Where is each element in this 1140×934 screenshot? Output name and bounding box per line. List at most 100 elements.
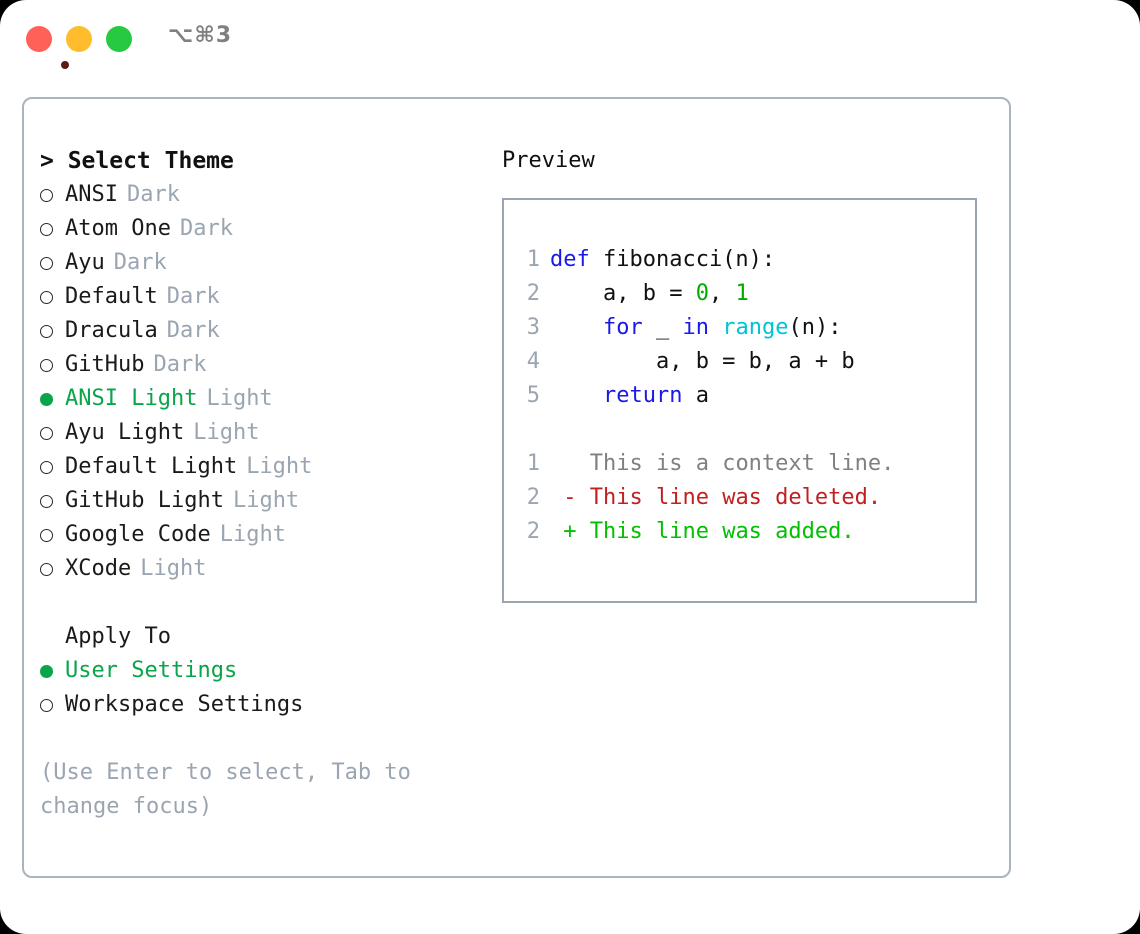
- code-token: 0: [695, 281, 709, 306]
- preview-box: 1 def fibonacci(n): 2 a, b = 0, 1 3 for _ i…: [502, 198, 977, 603]
- theme-name: GitHub Light: [65, 488, 224, 513]
- code-token: a, b =: [550, 281, 696, 306]
- code-token: [550, 315, 603, 340]
- code-token: return: [602, 383, 683, 408]
- code-token: _: [642, 315, 683, 340]
- radio-empty-icon: [40, 698, 53, 712]
- apply-to-option[interactable]: Workspace Settings: [40, 688, 490, 722]
- theme-list-item[interactable]: GitHub Dark: [40, 348, 490, 382]
- radio-empty-icon: [40, 494, 53, 508]
- line-number: 5: [526, 383, 540, 408]
- radio-empty-icon: [40, 562, 53, 576]
- code-line: 4 a, b = b, a + b: [518, 345, 975, 379]
- keyboard-shortcut-label: ⌥⌘3: [168, 23, 233, 48]
- theme-variant-badge: Dark: [113, 250, 167, 275]
- theme-variant-badge: Dark: [166, 284, 220, 309]
- theme-list-item[interactable]: XCode Light: [40, 552, 490, 586]
- line-number: 2: [526, 281, 540, 306]
- radio-empty-icon: [40, 256, 53, 270]
- radio-empty-icon: [40, 188, 53, 202]
- radio-empty-icon: [40, 460, 53, 474]
- code-token: a, b = b, a + b: [550, 349, 855, 374]
- theme-list-item[interactable]: Ayu Dark: [40, 246, 490, 280]
- radio-selected-icon: [40, 392, 53, 406]
- apply-to-label: Workspace Settings: [65, 692, 304, 717]
- code-line: 2 a, b = 0, 1: [518, 277, 975, 311]
- radio-empty-icon: [40, 290, 53, 304]
- theme-list-item[interactable]: ANSI Light Light: [40, 382, 490, 416]
- minimize-button[interactable]: [66, 26, 92, 52]
- code-token: [709, 315, 722, 340]
- diff-text: This line was deleted.: [576, 485, 882, 510]
- theme-name: Google Code: [65, 522, 211, 547]
- apply-to-title: Apply To: [65, 624, 171, 649]
- theme-name: Atom One: [65, 216, 171, 241]
- code-token: in: [682, 315, 709, 340]
- code-token: def: [550, 247, 603, 272]
- theme-name: XCode: [65, 556, 132, 581]
- radio-empty-icon: [40, 222, 53, 236]
- apply-to-option[interactable]: User Settings: [40, 654, 490, 688]
- code-token: range: [722, 315, 789, 340]
- page-title: > Select Theme: [40, 148, 234, 174]
- theme-variant-badge: Dark: [126, 182, 180, 207]
- code-token: 1: [735, 281, 749, 306]
- radio-selected-icon: [40, 664, 53, 678]
- theme-list-item[interactable]: Google Code Light: [40, 518, 490, 552]
- keyboard-hint: (Use Enter to select, Tab to change focu…: [40, 760, 425, 819]
- maximize-button[interactable]: [106, 26, 132, 52]
- code-token: a: [682, 383, 709, 408]
- radio-empty-icon: [40, 528, 53, 542]
- diff-marker: +: [550, 519, 577, 544]
- theme-name: ANSI Light: [65, 386, 198, 411]
- theme-name: GitHub: [65, 352, 145, 377]
- code-token: for: [602, 315, 643, 340]
- diff-line: 2 + This line was added.: [518, 515, 975, 549]
- diff-line: 2 - This line was deleted.: [518, 481, 975, 515]
- theme-name: Ayu: [65, 250, 105, 275]
- code-token: [550, 383, 603, 408]
- diff-marker: -: [550, 485, 577, 510]
- apply-to-label: User Settings: [65, 658, 238, 683]
- theme-name: Default: [65, 284, 158, 309]
- theme-variant-badge: Light: [219, 522, 286, 547]
- code-token: fibonacci(n):: [602, 247, 776, 272]
- theme-variant-badge: Light: [140, 556, 207, 581]
- line-number: 2: [526, 519, 540, 544]
- code-sample: 1 def fibonacci(n): 2 a, b = 0, 1 3 for _ i…: [518, 243, 975, 413]
- theme-list-item[interactable]: Default Dark: [40, 280, 490, 314]
- theme-variant-badge: Light: [206, 386, 273, 411]
- close-button[interactable]: [26, 26, 69, 69]
- radio-empty-icon: [40, 358, 53, 372]
- theme-name: Ayu Light: [65, 420, 185, 445]
- radio-empty-icon: [40, 426, 53, 440]
- recording-indicator-icon: [61, 61, 69, 69]
- line-number: 1: [526, 247, 540, 272]
- theme-variant-badge: Dark: [179, 216, 233, 241]
- diff-text: This is a context line.: [576, 451, 895, 476]
- theme-variant-badge: Dark: [153, 352, 207, 377]
- theme-name: Dracula: [65, 318, 158, 343]
- code-token: ,: [708, 281, 736, 306]
- code-token: (n):: [788, 315, 842, 340]
- code-diff-gap: [518, 413, 975, 447]
- theme-list-item[interactable]: Atom One Dark: [40, 212, 490, 246]
- line-number: 2: [526, 485, 540, 510]
- radio-empty-icon: [40, 324, 53, 338]
- line-number: 4: [526, 349, 540, 374]
- code-line: 5 return a: [518, 379, 975, 413]
- list-spacer: [40, 586, 490, 620]
- line-number: 1: [526, 451, 540, 476]
- line-number: 3: [526, 315, 540, 340]
